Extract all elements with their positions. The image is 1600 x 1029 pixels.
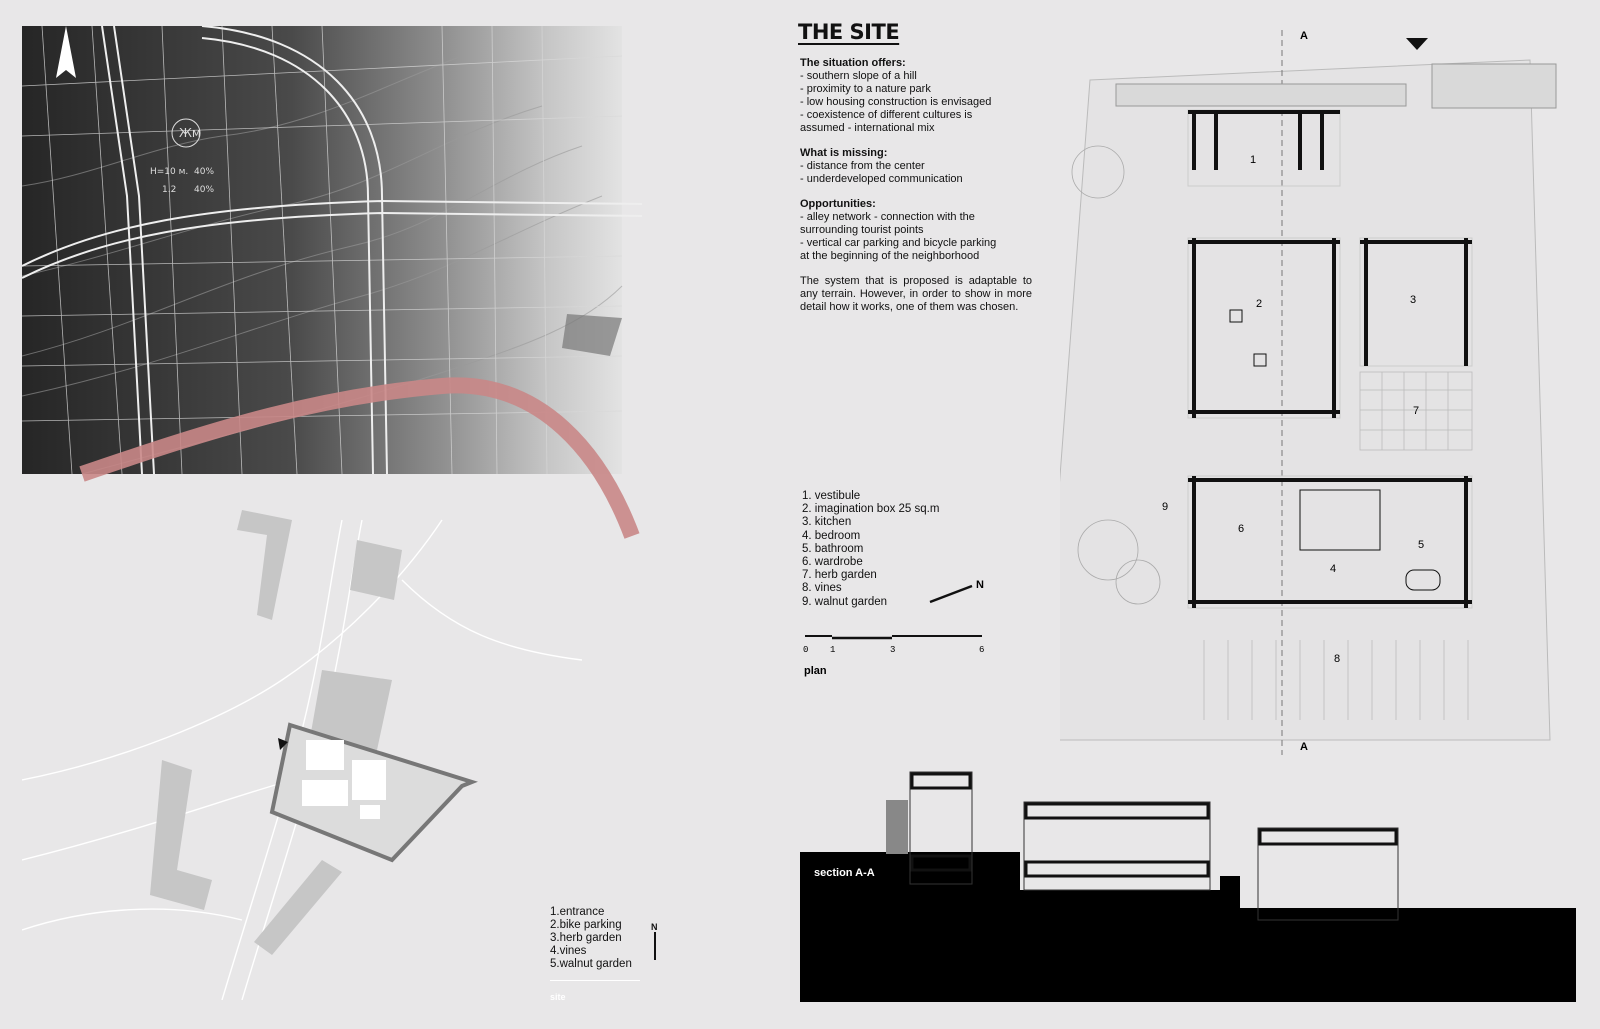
site-scale-bar (550, 980, 640, 981)
legend-item: 6. wardrobe (802, 556, 863, 569)
legend-item: 1. vestibule (802, 490, 861, 502)
section-marker-bottom: A (1300, 741, 1308, 753)
project-site (269, 722, 478, 863)
scale-tick: 1 (830, 645, 835, 655)
legend-item: 9. walnut garden (802, 595, 888, 608)
plan-legend: 1. vestibule 2. imagination box 25 sq.m … (802, 490, 939, 609)
plan-north-label: N (976, 579, 984, 591)
legend-item: 7. herb garden (802, 569, 877, 582)
list-item: at the beginning of the neighborhood (800, 250, 980, 262)
zone-label: Жм (179, 126, 201, 140)
site-description: The situation offers: - southern slope o… (800, 57, 1032, 314)
room-number: 5 (1418, 539, 1424, 551)
site-boundary (1060, 59, 1551, 741)
list-item: - distance from the center (800, 160, 925, 172)
percent-label-2: 40% (194, 185, 214, 195)
list-item: - coexistence of different cultures is (800, 109, 973, 121)
scale-tick: 6 (979, 645, 984, 655)
room-number: 3 (1410, 294, 1416, 306)
height-label: H=10 м. (150, 167, 188, 177)
bike-parking (1115, 83, 1407, 107)
site-north-arrow-icon (654, 932, 656, 960)
legend-item: 5.walnut garden (550, 958, 632, 970)
scale-tick: 0 (803, 645, 808, 655)
legend-item: 4.vines (550, 945, 587, 957)
plan-label: plan (804, 665, 827, 677)
situation-list: - southern slope of a hill - proximity t… (800, 70, 1032, 135)
page-title: THE SITE (798, 20, 900, 44)
list-item: - low housing construction is envisaged (800, 96, 992, 108)
legend-item: 5. bathroom (802, 542, 864, 555)
room-number: 2 (1256, 298, 1262, 310)
site-north-label: N (651, 922, 658, 932)
section-marker-top: A (1300, 30, 1308, 42)
legend-item: 3.herb garden (550, 932, 622, 944)
floor-plan: A A 1 2 3 7 (1060, 30, 1557, 755)
opportunities-heading: Opportunities: (800, 198, 876, 210)
site-legend: 1.entrance 2.bike parking 3.herb garden … (550, 906, 632, 971)
plan-scale-area: N 0 1 3 6 plan (803, 579, 984, 677)
stair-block (886, 800, 908, 854)
list-item: - alley network - connection with the (800, 211, 975, 223)
highlighted-road (79, 377, 640, 539)
walnut-trees (1071, 145, 1161, 605)
street-network (22, 26, 642, 475)
list-item: surrounding tourist points (800, 224, 924, 236)
north-arrow-icon (56, 26, 76, 78)
missing-heading: What is missing: (800, 147, 888, 159)
vines-rows (1203, 640, 1469, 720)
site-label: site (550, 992, 566, 1002)
list-item: - southern slope of a hill (800, 70, 917, 82)
plan-north-arrow-icon (929, 584, 973, 604)
section-drawing: section A-A (800, 771, 1576, 1002)
list-item: - proximity to a nature park (800, 83, 931, 95)
neighbor-buildings (150, 510, 402, 955)
section-label: section A-A (814, 867, 875, 879)
room-number: 9 (1162, 501, 1168, 513)
room-number: 1 (1250, 154, 1256, 166)
legend-item: 3. kitchen (802, 516, 852, 529)
site-context-map: Жм H=10 м. 40% 1.2 40% (22, 26, 642, 539)
legend-item: 2.bike parking (550, 919, 622, 931)
site-plan-drawing (22, 510, 583, 1000)
zone-circle (171, 118, 201, 148)
legend-item: 2. imagination box 25 sq.m (802, 503, 940, 516)
legend-item: 8. vines (802, 582, 842, 595)
scale-tick: 3 (890, 645, 895, 655)
ground-mass (800, 852, 1576, 1002)
missing-list: - distance from the center - underdevelo… (800, 160, 1032, 186)
list-item: - underdeveloped communication (800, 173, 963, 185)
ratio-label: 1.2 (162, 185, 176, 195)
module-imagination-box-and-kitchen (1187, 237, 1473, 419)
herb-garden-grid (1359, 371, 1473, 451)
plot-marker (562, 314, 622, 356)
section-modules (909, 771, 1399, 921)
legend-item: 4. bedroom (802, 529, 861, 542)
room-number: 7 (1413, 405, 1419, 417)
opportunities-list: - alley network - connection with the su… (800, 211, 1032, 263)
car-parking (1431, 63, 1557, 109)
entrance-marker-icon (278, 738, 288, 750)
room-number: 6 (1238, 523, 1244, 535)
list-item: assumed - international mix (800, 122, 935, 134)
module-vestibule (1187, 109, 1341, 187)
room-number: 4 (1330, 563, 1336, 575)
situation-heading: The situation offers: (800, 57, 906, 69)
system-paragraph: The system that is proposed is adaptable… (800, 275, 1032, 313)
entrance-arrow-icon (1406, 38, 1428, 50)
legend-item: 1.entrance (550, 906, 605, 918)
module-bedroom-bath-wardrobe (1187, 475, 1473, 609)
room-number: 8 (1334, 653, 1340, 665)
scale-bar (805, 635, 982, 640)
percent-label-1: 40% (194, 167, 214, 177)
list-item: - vertical car parking and bicycle parki… (800, 237, 997, 249)
